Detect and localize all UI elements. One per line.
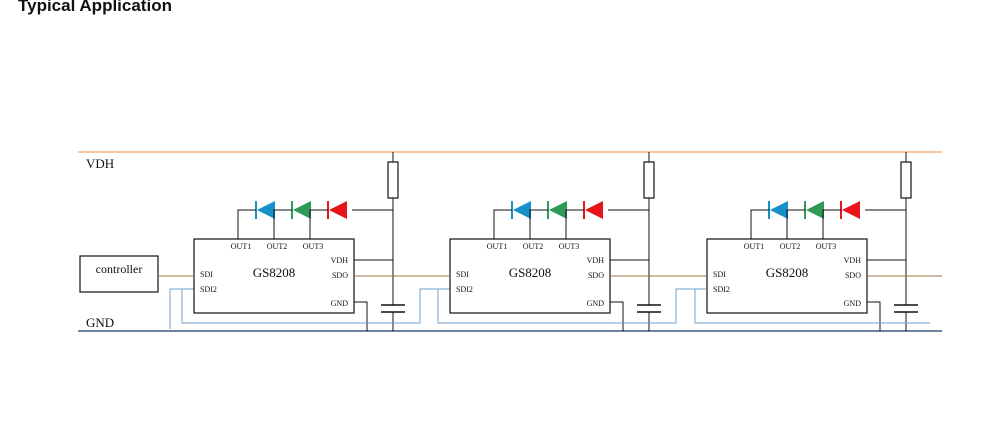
- led-blue: [770, 201, 788, 219]
- backup-data-line: [694, 289, 930, 324]
- chip-name: GS8208: [509, 265, 552, 280]
- gnd-pin-wire: [354, 301, 368, 331]
- pin-out3: OUT3: [303, 242, 323, 251]
- led-red: [329, 201, 347, 219]
- pin-vdh: VDH: [331, 256, 349, 265]
- pin-out1: OUT1: [744, 242, 764, 251]
- led-cathode-wire: [309, 209, 328, 239]
- backup-data-line: [181, 288, 450, 324]
- chip-name: GS8208: [766, 265, 809, 280]
- pin-gnd: GND: [844, 299, 862, 308]
- pin-out3: OUT3: [559, 242, 579, 251]
- led-cathode-wire: [786, 209, 805, 239]
- led-blue: [513, 201, 531, 219]
- chip-body: [449, 238, 611, 314]
- resistor: [900, 161, 912, 199]
- controller-backup-line: [169, 288, 194, 329]
- led-cathode-wire: [822, 209, 841, 239]
- led-cathode-wire: [493, 209, 512, 239]
- pin-sdi2: SDI2: [456, 285, 473, 294]
- controller-block: controller: [79, 255, 159, 293]
- gnd-pin-wire: [610, 301, 624, 331]
- vdh-rail-label: VDH: [86, 156, 114, 171]
- led-cathode-wire: [237, 209, 256, 239]
- pin-out2: OUT2: [780, 242, 800, 251]
- gs8208-stage-1: GS8208 SDI SDI2 VDH SDO GND OUT1 OUT2 OUT3: [181, 152, 450, 331]
- pin-sdo: SDO: [845, 271, 861, 280]
- backup-data-line: [437, 288, 706, 324]
- led-blue: [257, 201, 275, 219]
- led-green: [549, 201, 567, 219]
- resistor: [387, 161, 399, 199]
- resistor: [643, 161, 655, 199]
- led-cathode-wire: [750, 209, 769, 239]
- pin-sdo: SDO: [588, 271, 604, 280]
- gnd-rail-label: GND: [86, 315, 114, 330]
- led-cathode-wire: [273, 209, 292, 239]
- pin-sdo: SDO: [332, 271, 348, 280]
- pin-gnd: GND: [331, 299, 349, 308]
- pin-sdi: SDI: [200, 270, 213, 279]
- pin-sdi: SDI: [713, 270, 726, 279]
- pin-sdi2: SDI2: [713, 285, 730, 294]
- chip-name: GS8208: [253, 265, 296, 280]
- controller-label: controller: [96, 262, 143, 276]
- led-cathode-wire: [565, 209, 584, 239]
- led-red: [842, 201, 860, 219]
- pin-out1: OUT1: [231, 242, 251, 251]
- led-green: [293, 201, 311, 219]
- pin-gnd: GND: [587, 299, 605, 308]
- gs8208-stage-3: GS8208 SDI SDI2 VDH SDO GND OUT1 OUT2 OUT3: [694, 152, 942, 331]
- pin-sdi2: SDI2: [200, 285, 217, 294]
- gnd-pin-wire: [867, 301, 881, 331]
- led-green: [806, 201, 824, 219]
- pin-vdh: VDH: [844, 256, 862, 265]
- led-red: [585, 201, 603, 219]
- pin-out3: OUT3: [816, 242, 836, 251]
- pin-out1: OUT1: [487, 242, 507, 251]
- led-cathode-wire: [529, 209, 548, 239]
- pin-out2: OUT2: [267, 242, 287, 251]
- chip-body: [706, 238, 868, 314]
- pin-sdi: SDI: [456, 270, 469, 279]
- controller-box: [79, 255, 159, 293]
- pin-vdh: VDH: [587, 256, 605, 265]
- gs8208-stage-2: GS8208 SDI SDI2 VDH SDO GND OUT1 OUT2 OUT3: [437, 152, 706, 331]
- pin-out2: OUT2: [523, 242, 543, 251]
- page-title: Typical Application: [18, 0, 172, 15]
